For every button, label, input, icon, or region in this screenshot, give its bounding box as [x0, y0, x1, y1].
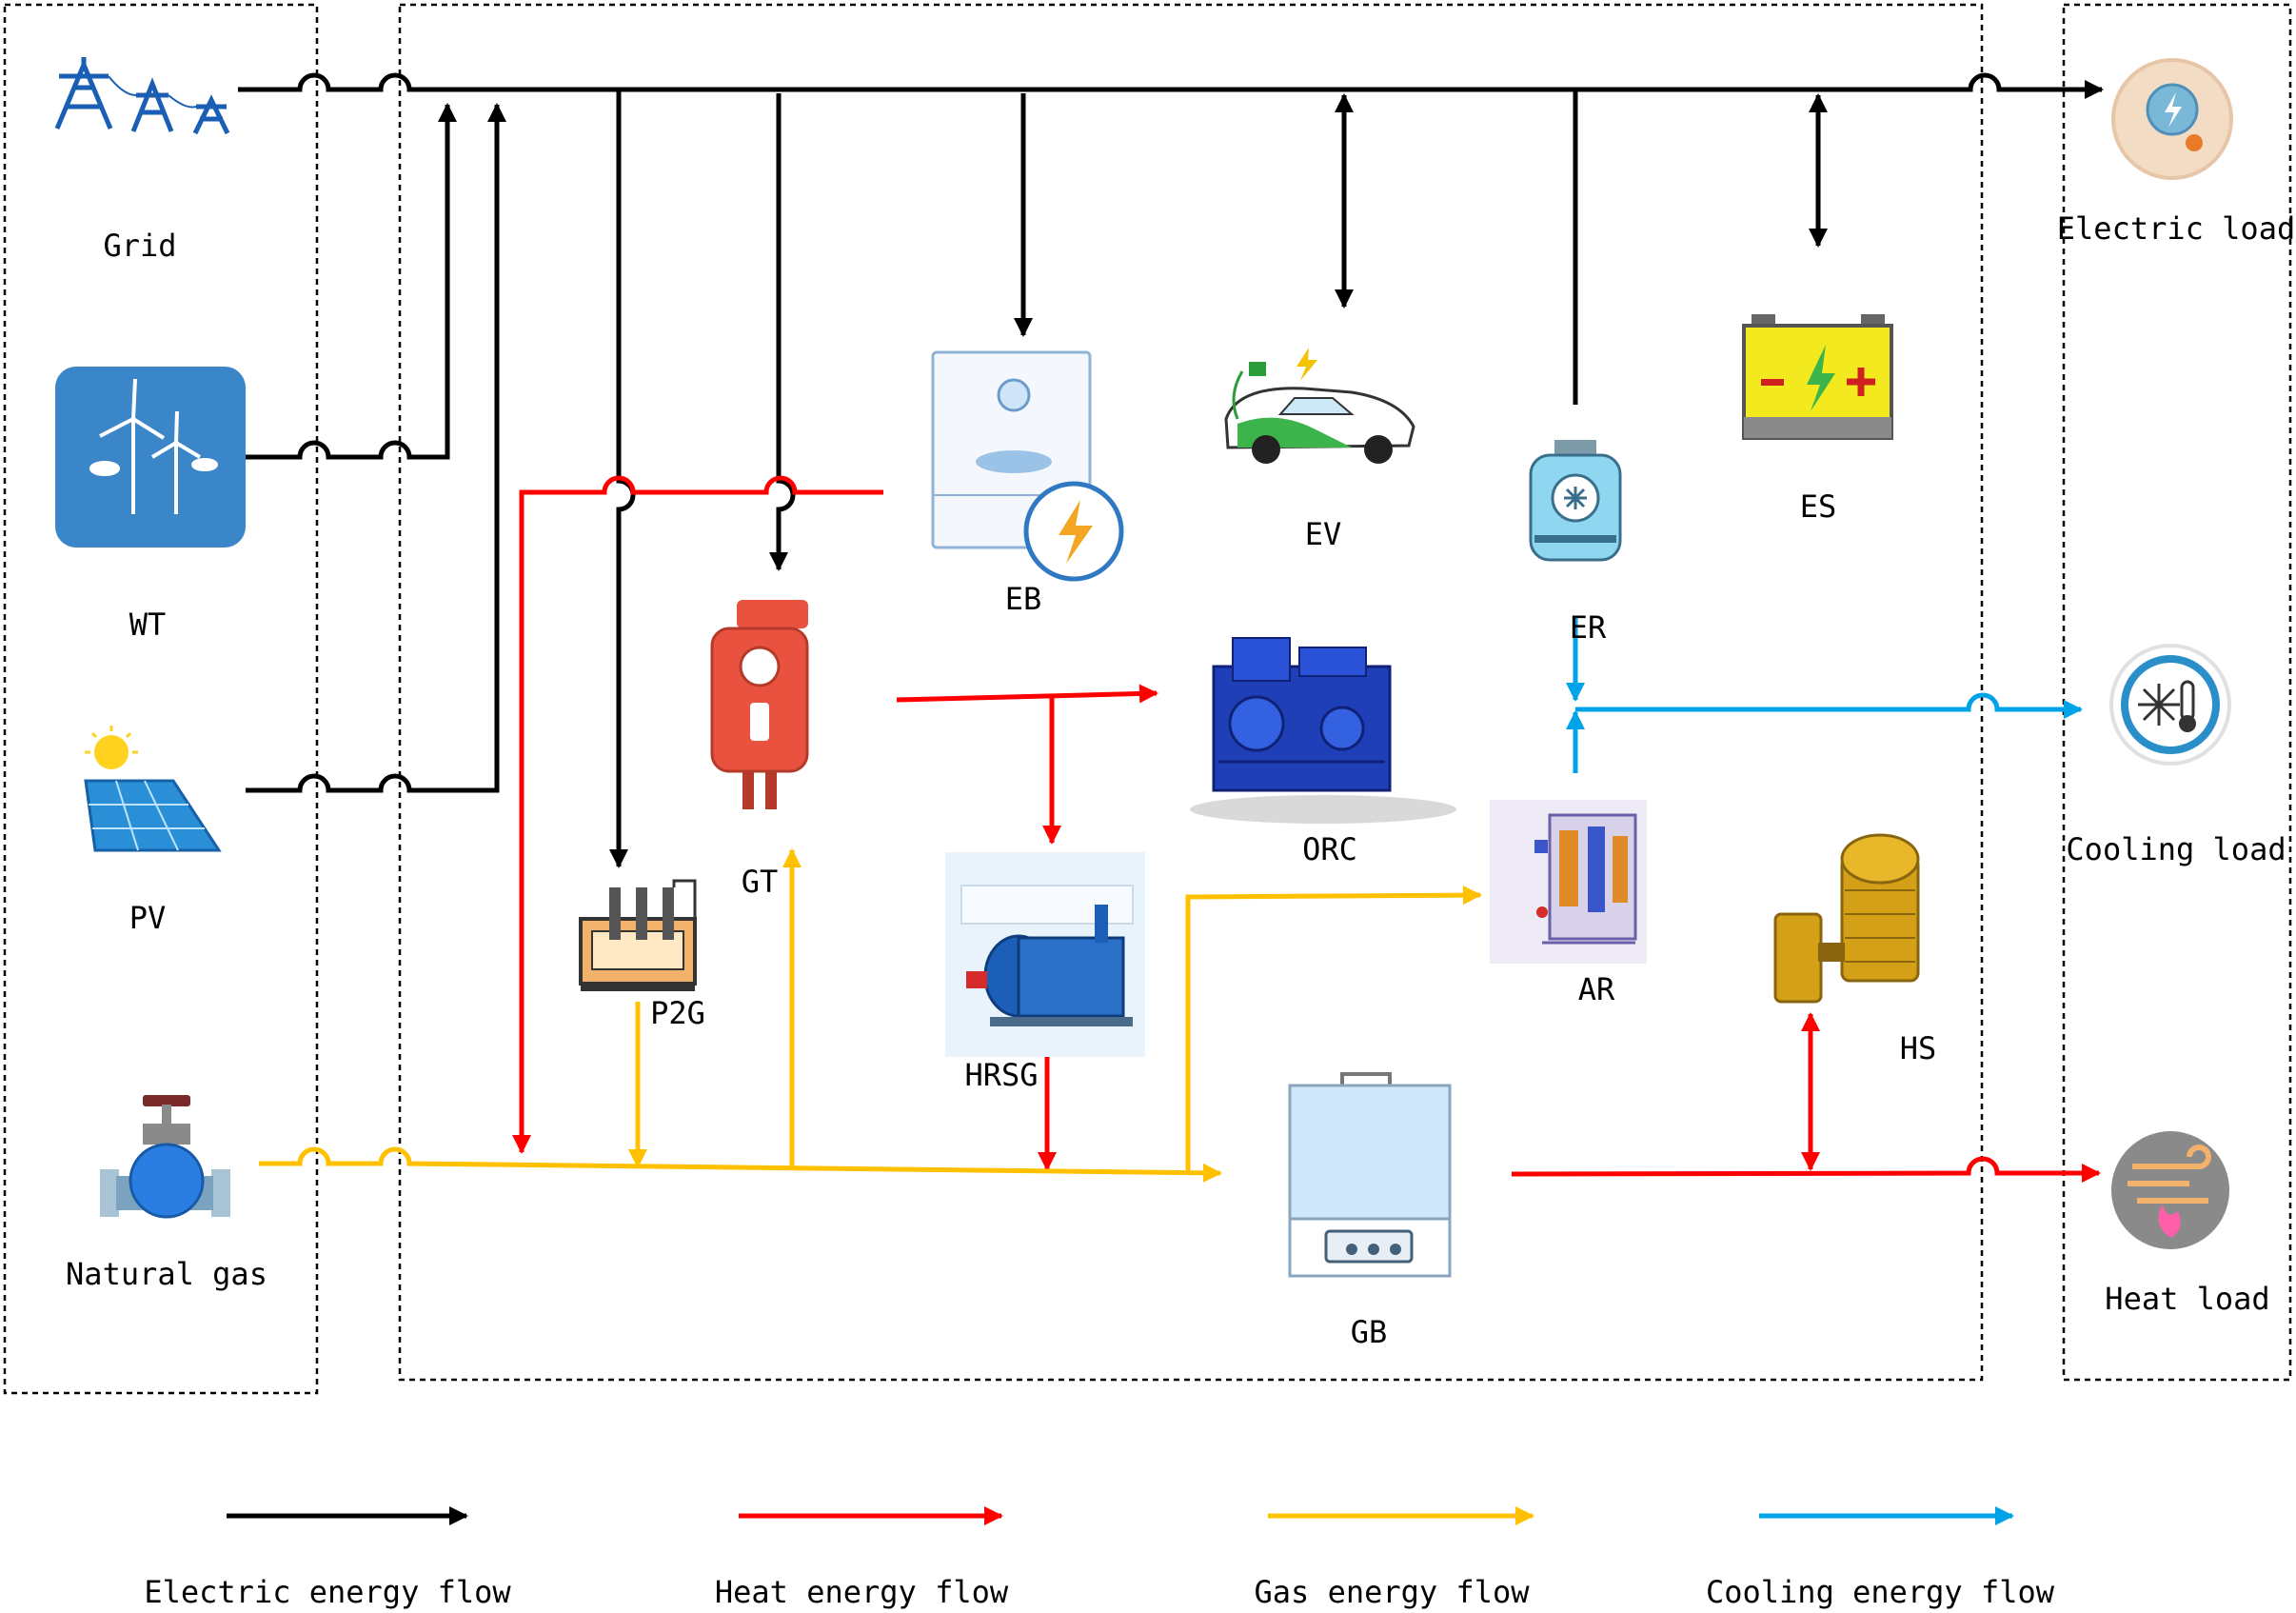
wt-label: WT: [129, 607, 167, 643]
legend-cooling-label: Cooling energy flow: [1705, 1574, 2055, 1610]
transmission-tower-icon: [54, 57, 230, 135]
hs-label: HS: [1899, 1030, 1937, 1066]
absorption-refrigerator-icon: [1490, 800, 1647, 964]
sources-boundary: [3, 3, 319, 1395]
ar-label: AR: [1577, 971, 1615, 1007]
gb-to-heat-load-flow: [1511, 1156, 2101, 1183]
orc-unit-icon: [1190, 637, 1456, 824]
gas-valve-icon: [100, 1095, 230, 1219]
gas-turbine-icon: [710, 600, 809, 809]
legend-heat-label: Heat energy flow: [714, 1574, 1009, 1610]
electric-boiler-icon: [931, 350, 1124, 582]
hrsg-label: HRSG: [964, 1057, 1039, 1093]
pv-label: PV: [129, 900, 167, 936]
cooling-flows: [1566, 617, 2083, 773]
heat-storage-tank-icon: [1773, 833, 1920, 1004]
heat-load-label: Heat load: [2105, 1281, 2270, 1317]
er-label: ER: [1569, 609, 1607, 646]
gas-flows: [259, 848, 1482, 1183]
bus-to-gt-flow: [769, 93, 796, 571]
gas-to-ar-flow: [1185, 886, 1482, 1171]
legend-gas-label: Gas energy flow: [1254, 1574, 1530, 1610]
bus-to-p2g-flow: [609, 90, 636, 868]
electric-load-icon: [2111, 58, 2233, 180]
electric-vehicle-icon: [1224, 348, 1415, 464]
solar-panel-icon: [84, 726, 222, 852]
pv-to-bus-flow: [246, 103, 506, 793]
ev-label: EV: [1304, 516, 1342, 552]
system-boundary: [398, 3, 1984, 1382]
eb-heat-to-gas-line: [512, 475, 883, 1154]
battery-icon: [1742, 314, 1893, 440]
electric-bus: [238, 72, 2104, 99]
heat-load-icon: [2111, 1131, 2229, 1249]
electric-flows: [238, 72, 2104, 868]
electric-refrigerator-icon: [1529, 440, 1622, 562]
natural-gas-label: Natural gas: [66, 1256, 267, 1292]
gt-heat-to-orc-flow: [896, 684, 1158, 704]
orc-label: ORC: [1302, 831, 1357, 867]
p2g-label: P2G: [650, 995, 705, 1031]
grid-label: Grid: [103, 228, 177, 264]
wind-turbine-icon: [55, 367, 246, 548]
cooling-to-load-flow: [1575, 692, 2083, 719]
loads-boundary: [2062, 3, 2292, 1382]
cooling-load-icon: [2109, 644, 2231, 766]
gt-label: GT: [741, 864, 779, 900]
cooling-load-label: Cooling load: [2066, 831, 2286, 867]
heat-recovery-boiler-icon: [945, 852, 1145, 1057]
wt-to-bus-flow: [246, 103, 457, 460]
eb-label: EB: [1004, 581, 1042, 617]
gas-boiler-icon: [1288, 1072, 1452, 1278]
gas-main-line: [259, 1146, 1222, 1183]
electric-load-label: Electric load: [2056, 210, 2296, 247]
legend-electric-label: Electric energy flow: [144, 1574, 511, 1610]
heat-flows: [512, 475, 2101, 1183]
power-to-gas-icon: [579, 879, 697, 991]
es-label: ES: [1799, 488, 1837, 525]
gb-label: GB: [1350, 1314, 1388, 1350]
